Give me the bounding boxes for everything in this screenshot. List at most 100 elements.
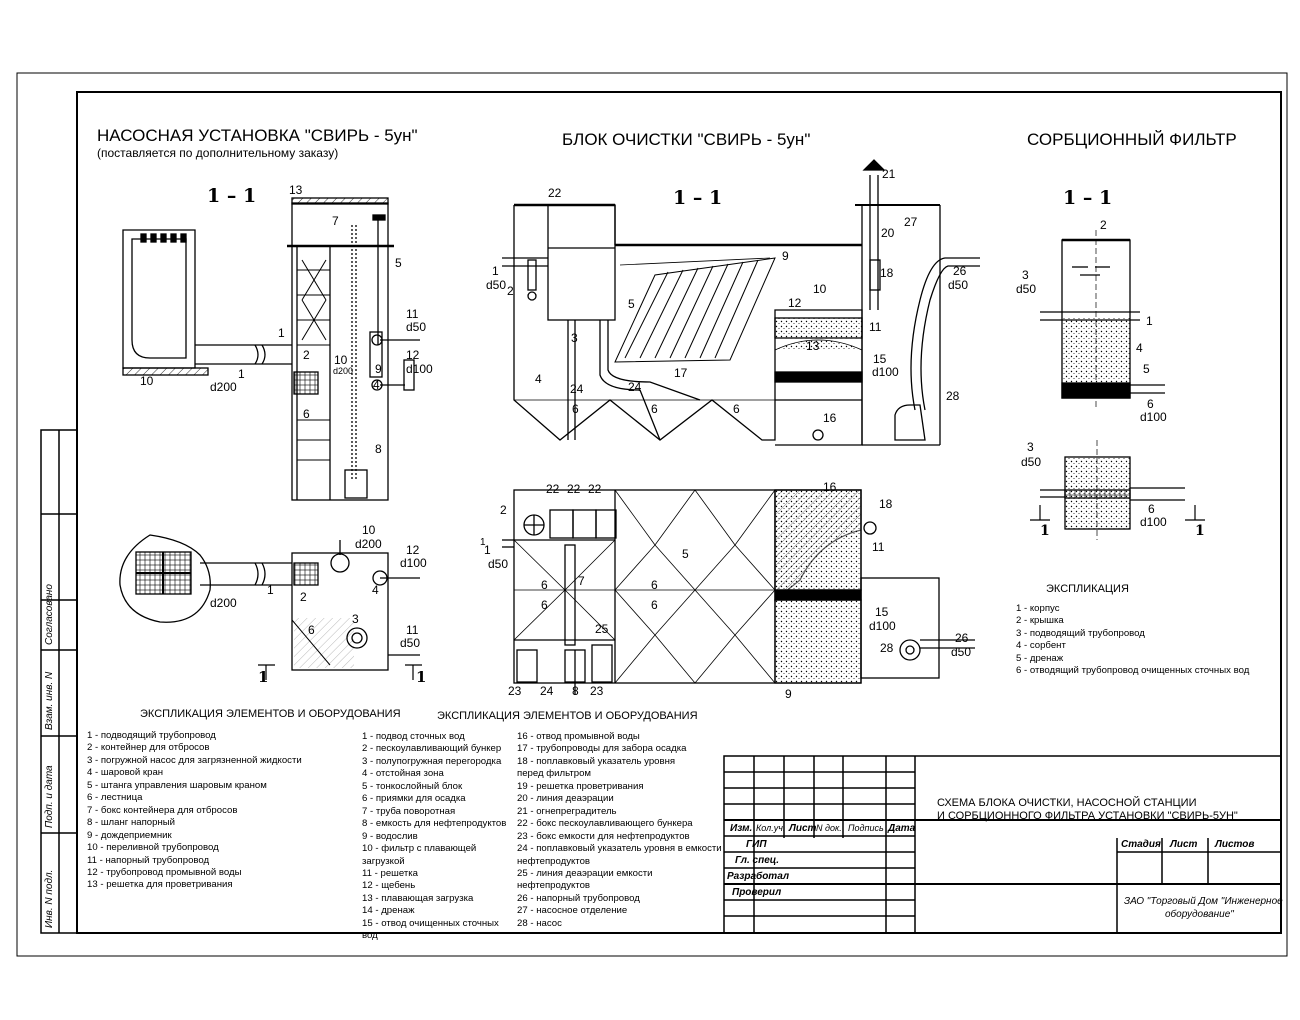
callout-label: 21 xyxy=(882,167,896,181)
stamp-col-kolu: Кол.уч. xyxy=(756,823,786,833)
list-item: 6 - отводящий трубопровод очищенных сточ… xyxy=(1016,665,1250,677)
side-label-podp: Подп. и дата xyxy=(44,765,55,828)
list-item: 25 - линия деаэрации емкости нефтепродук… xyxy=(517,867,653,892)
callout-label: 23 xyxy=(508,684,522,698)
list-item: 16 - отвод промывной воды xyxy=(517,731,640,742)
list-item: 6 - приямки для осадка xyxy=(362,793,466,805)
callout-label: 1 xyxy=(278,326,285,340)
list-item: 10 - фильтр с плавающей загрузкой xyxy=(362,843,477,867)
callout-label: d50 xyxy=(1016,282,1037,296)
callout-label: 27 xyxy=(904,215,918,229)
callout-label: 20 xyxy=(881,226,895,240)
stamp-col-sign: Подпись xyxy=(848,823,884,833)
callout-label: 28 xyxy=(880,641,894,655)
list-item: 1 - подвод сточных вод xyxy=(362,731,465,742)
list-item: перед фильтром xyxy=(517,768,592,780)
callout-label: 10 xyxy=(140,374,154,388)
callout-label: d50 xyxy=(948,278,969,292)
block-title: БЛОК ОЧИСТКИ "СВИРЬ - 5ун" xyxy=(562,130,811,149)
callout-label: 16 xyxy=(823,480,837,494)
side-label-inv: Инв. N подл. xyxy=(44,869,55,928)
list-item: 22 - бокс пескоулавливающего бункера xyxy=(517,818,693,830)
list-item: 12 - трубопровод промывной воды xyxy=(87,866,242,878)
expl-block-title: ЭКСПЛИКАЦИЯ ЭЛЕМЕНТОВ И ОБОРУДОВАНИЯ xyxy=(437,710,698,722)
list-item: нефтепродуктов xyxy=(517,855,591,867)
list-item: 5 - штанга управления шаровым краном xyxy=(87,779,267,791)
list-item: 2 - пескоулавливающий бункер xyxy=(362,743,502,755)
callout-label: 26 xyxy=(955,631,969,645)
list-item: 28 - насос xyxy=(517,917,562,929)
list-item: 6 - лестница xyxy=(87,792,143,804)
callout-label: 6 xyxy=(541,578,548,592)
callout-label: 6 xyxy=(651,402,658,416)
callout-label: 2 xyxy=(500,503,507,517)
callout-label: d200 xyxy=(210,596,237,610)
section-label-filter: 1 – 1 xyxy=(1063,187,1113,209)
side-stamp xyxy=(40,429,78,934)
callout-label: 8 xyxy=(572,684,579,698)
org-line2: оборудование" xyxy=(1165,909,1234,920)
list-item: 17 - трубопроводы для забора осадка xyxy=(517,743,687,755)
callout-label: 6 xyxy=(1148,502,1155,516)
callout-label: 12 xyxy=(406,543,420,557)
callout-label: 11 xyxy=(872,540,885,554)
list-item: 10 - переливной трубопровод xyxy=(87,842,219,854)
callout-label: 3 xyxy=(1027,440,1034,454)
callout-label: d50 xyxy=(400,636,421,650)
stamp-col-izm: Изм. xyxy=(730,823,753,834)
drawing-title-line2: И СОРБЦИОННОГО ФИЛЬТРА УСТАНОВКИ "СВИРЬ-… xyxy=(937,810,1238,822)
list-item: 9 - водослив xyxy=(362,830,418,842)
list-item: 2 - контейнер для отбросов xyxy=(87,742,210,754)
list-item: 24 - поплавковый указатель уровня в емко… xyxy=(517,843,722,855)
list-item: 7 - труба поворотная xyxy=(362,805,456,817)
stamp-sheet: Лист xyxy=(1170,839,1198,850)
section-mark: 1 xyxy=(258,668,269,686)
list-item: 13 - решетка для проветривания xyxy=(87,879,233,891)
callout-label: d100 xyxy=(400,556,427,570)
callout-label: 11 xyxy=(406,307,419,321)
callout-label: 7 xyxy=(332,214,339,228)
callout-label: 24 xyxy=(628,380,642,394)
callout-label: 6 xyxy=(308,623,315,637)
list-item: 19 - решетка проветривания xyxy=(517,780,644,792)
callout-label: 22 xyxy=(548,186,562,200)
expl-pump-list: 1 - подводящий трубопровод 2 - контейнер… xyxy=(87,730,347,892)
expl-block-col1: 1 - подвод сточных вод 2 - пескоулавлива… xyxy=(362,731,517,943)
list-item: 1 - подводящий трубопровод xyxy=(87,730,216,741)
block-plan-drawing xyxy=(502,489,975,695)
callout-label: 15 xyxy=(873,352,887,366)
callout-label: d100 xyxy=(1140,515,1167,529)
callout-label: 23 xyxy=(590,684,604,698)
list-item: 4 - сорбент xyxy=(1016,640,1066,652)
stamp-row-prover: Проверил xyxy=(732,887,782,898)
callout-label: 18 xyxy=(880,266,894,280)
callout-label: 10 xyxy=(813,282,827,296)
section-mark: 1 xyxy=(416,668,427,686)
list-item: 11 - напорный трубопровод xyxy=(87,854,210,866)
callout-label: 6 xyxy=(1147,397,1154,411)
callout-label: d50 xyxy=(951,645,972,659)
callout-label: d200 xyxy=(210,380,237,394)
list-item: 8 - шланг напорный xyxy=(87,817,176,829)
expl-block-col2: 16 - отвод промывной воды 17 - трубопров… xyxy=(517,731,722,930)
list-item: 12 - щебень xyxy=(362,880,416,892)
callout-label: 10 xyxy=(362,523,376,537)
side-label-soglasovano: Согласовано xyxy=(44,584,55,645)
callout-label: 13 xyxy=(806,339,820,353)
list-item: 4 - шаровой кран xyxy=(87,767,164,779)
callout-label: 6 xyxy=(651,578,658,592)
expl-filter-list: 1 - корпус 2 - крышка 3 - подводящий тру… xyxy=(1016,603,1256,678)
section-markers xyxy=(258,505,1205,680)
callout-label: 4 xyxy=(372,583,379,597)
list-item: 7 - бокс контейнера для отбросов xyxy=(87,804,238,816)
callout-label: 1 xyxy=(1146,314,1153,328)
list-item: 3 - погружной насос для загрязненной жид… xyxy=(87,754,302,766)
section-mark: 1 xyxy=(1040,523,1050,539)
callout-label: 9 xyxy=(782,249,789,263)
callout-label: 26 xyxy=(953,264,967,278)
stamp-sheets: Листов xyxy=(1215,839,1255,850)
callout-label: 2 xyxy=(300,590,307,604)
callout-label: 6 xyxy=(572,402,579,416)
list-item: 27 - насосное отделение xyxy=(517,905,628,917)
list-item: 4 - отстойная зона xyxy=(362,768,444,780)
